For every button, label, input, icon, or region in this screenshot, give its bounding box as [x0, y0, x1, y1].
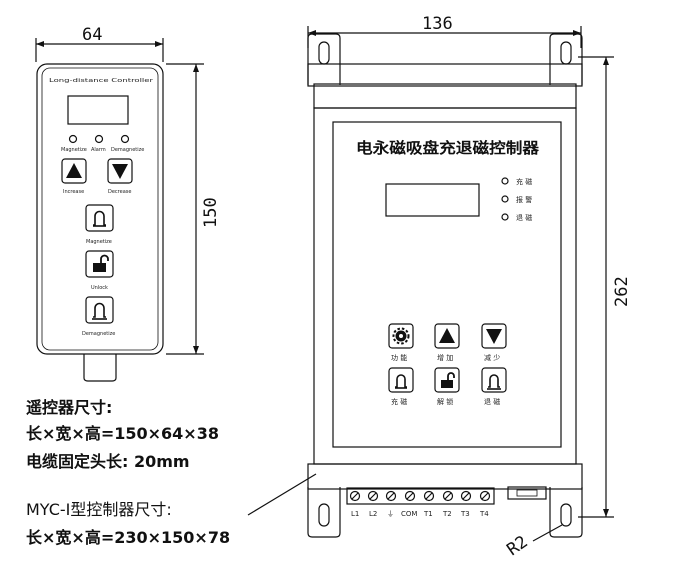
controller-led-label-demagnetize: 退 磁	[516, 213, 532, 222]
remote-height-dimension	[166, 63, 204, 355]
remote-magnetize-label: Magnetize	[86, 239, 112, 245]
remote-led-demagnetize	[120, 134, 130, 144]
terminal-label-l2: L2	[369, 510, 377, 518]
magnet-icon	[93, 302, 106, 318]
remote-size-dims: 长×宽×高=150×64×38	[26, 424, 219, 443]
magnet-icon	[395, 374, 407, 388]
remote-height-label: 150	[201, 197, 221, 228]
controller-width-label: 136	[422, 14, 453, 34]
terminal-label-t4: T4	[479, 510, 489, 518]
unlock-label: 解 锁	[437, 397, 453, 406]
magnetize-button[interactable]	[388, 367, 414, 393]
demagnetize-label: 退 磁	[484, 397, 500, 406]
controller-led-magnetize	[501, 177, 509, 185]
remote-width-dimension	[35, 38, 164, 62]
controller-led-alarm	[501, 195, 509, 203]
remote-size-heading: 遥控器尺寸:	[26, 398, 113, 417]
controller-led-label-magnetize: 充 磁	[516, 177, 532, 186]
terminal-label-t3: T3	[460, 510, 470, 518]
controller-size-heading: MYC-Ⅰ型控制器尺寸:	[26, 500, 172, 519]
terminal-block	[346, 487, 495, 505]
radius-leader-line	[532, 524, 563, 542]
remote-unlock-button[interactable]	[85, 250, 114, 278]
controller-led-demagnetize	[501, 213, 509, 221]
remote-unlock-label: Unlock	[91, 285, 108, 291]
increase-label: 增 加	[437, 353, 453, 362]
controller-top-cover	[307, 63, 583, 87]
mount-slot	[560, 503, 572, 527]
mount-slot	[560, 41, 572, 65]
spec-leader-line	[247, 473, 317, 516]
controller-body	[313, 107, 577, 465]
controller-front-panel	[332, 121, 562, 448]
controller-size-dims: 长×宽×高=230×150×78	[26, 528, 231, 547]
increase-button[interactable]	[434, 323, 460, 349]
magnetize-label: 充 磁	[391, 397, 407, 406]
mount-slot	[318, 41, 330, 65]
unlock-button[interactable]	[434, 367, 460, 393]
remote-controller	[35, 38, 204, 382]
mount-tab-bottom-right	[549, 487, 583, 538]
unlock-icon	[93, 263, 106, 272]
terminal-label-com: COM	[401, 510, 417, 518]
remote-cable-head	[83, 354, 117, 382]
remote-demagnetize-label: Demagnetize	[82, 331, 115, 337]
controller-title: 电永磁吸盘充退磁控制器	[356, 139, 540, 157]
up-arrow-icon	[439, 328, 455, 343]
remote-increase-label: Increase	[63, 189, 84, 195]
main-controller	[307, 26, 614, 542]
connector	[507, 486, 547, 500]
mount-tab-top-right	[549, 33, 583, 85]
magnet-icon	[488, 374, 500, 388]
decrease-label: 减 少	[484, 353, 500, 362]
controller-led-label-alarm: 报 警	[516, 195, 532, 204]
magnet-icon	[93, 210, 106, 226]
remote-led-label-magnetize: Magnetize	[61, 147, 87, 153]
function-button[interactable]	[388, 323, 414, 349]
demagnetize-button[interactable]	[481, 367, 507, 393]
terminal-label-t1: T1	[423, 510, 433, 518]
controller-bottom-cover	[307, 463, 583, 490]
cable-head-length: 电缆固定头长: 20mm	[26, 452, 190, 471]
down-arrow-icon	[486, 329, 502, 344]
controller-top-rail	[313, 83, 577, 109]
controller-height-label: 262	[612, 276, 632, 307]
down-arrow-icon	[112, 164, 128, 179]
remote-decrease-button[interactable]	[107, 158, 133, 184]
remote-width-label: 64	[82, 25, 102, 45]
mount-slot	[318, 503, 330, 527]
remote-panel-title: Long-distance Controller	[49, 78, 155, 84]
remote-display	[67, 95, 129, 125]
decrease-button[interactable]	[481, 323, 507, 349]
remote-magnetize-button[interactable]	[85, 204, 114, 232]
function-label: 功 能	[391, 353, 407, 362]
terminal-label-l1: L1	[351, 510, 359, 518]
controller-display	[385, 183, 480, 217]
controller-height-dimension	[578, 56, 614, 518]
up-arrow-icon	[66, 163, 82, 178]
remote-decrease-label: Decrease	[108, 189, 131, 195]
terminal-label-ground: ⏚	[387, 510, 394, 518]
controller-radius-label: R2	[503, 532, 531, 560]
unlock-icon	[441, 380, 453, 388]
remote-led-alarm	[94, 134, 104, 144]
remote-body	[36, 63, 164, 355]
remote-led-label-alarm: Alarm	[91, 147, 106, 153]
mount-tab-bottom-left	[307, 487, 341, 538]
remote-increase-button[interactable]	[61, 158, 87, 184]
remote-led-label-demagnetize: Demagnetize	[111, 147, 144, 153]
terminal-label-t2: T2	[442, 510, 452, 518]
mount-tab-top-left	[307, 33, 341, 85]
remote-demagnetize-button[interactable]	[85, 296, 114, 324]
remote-led-magnetize	[68, 134, 78, 144]
